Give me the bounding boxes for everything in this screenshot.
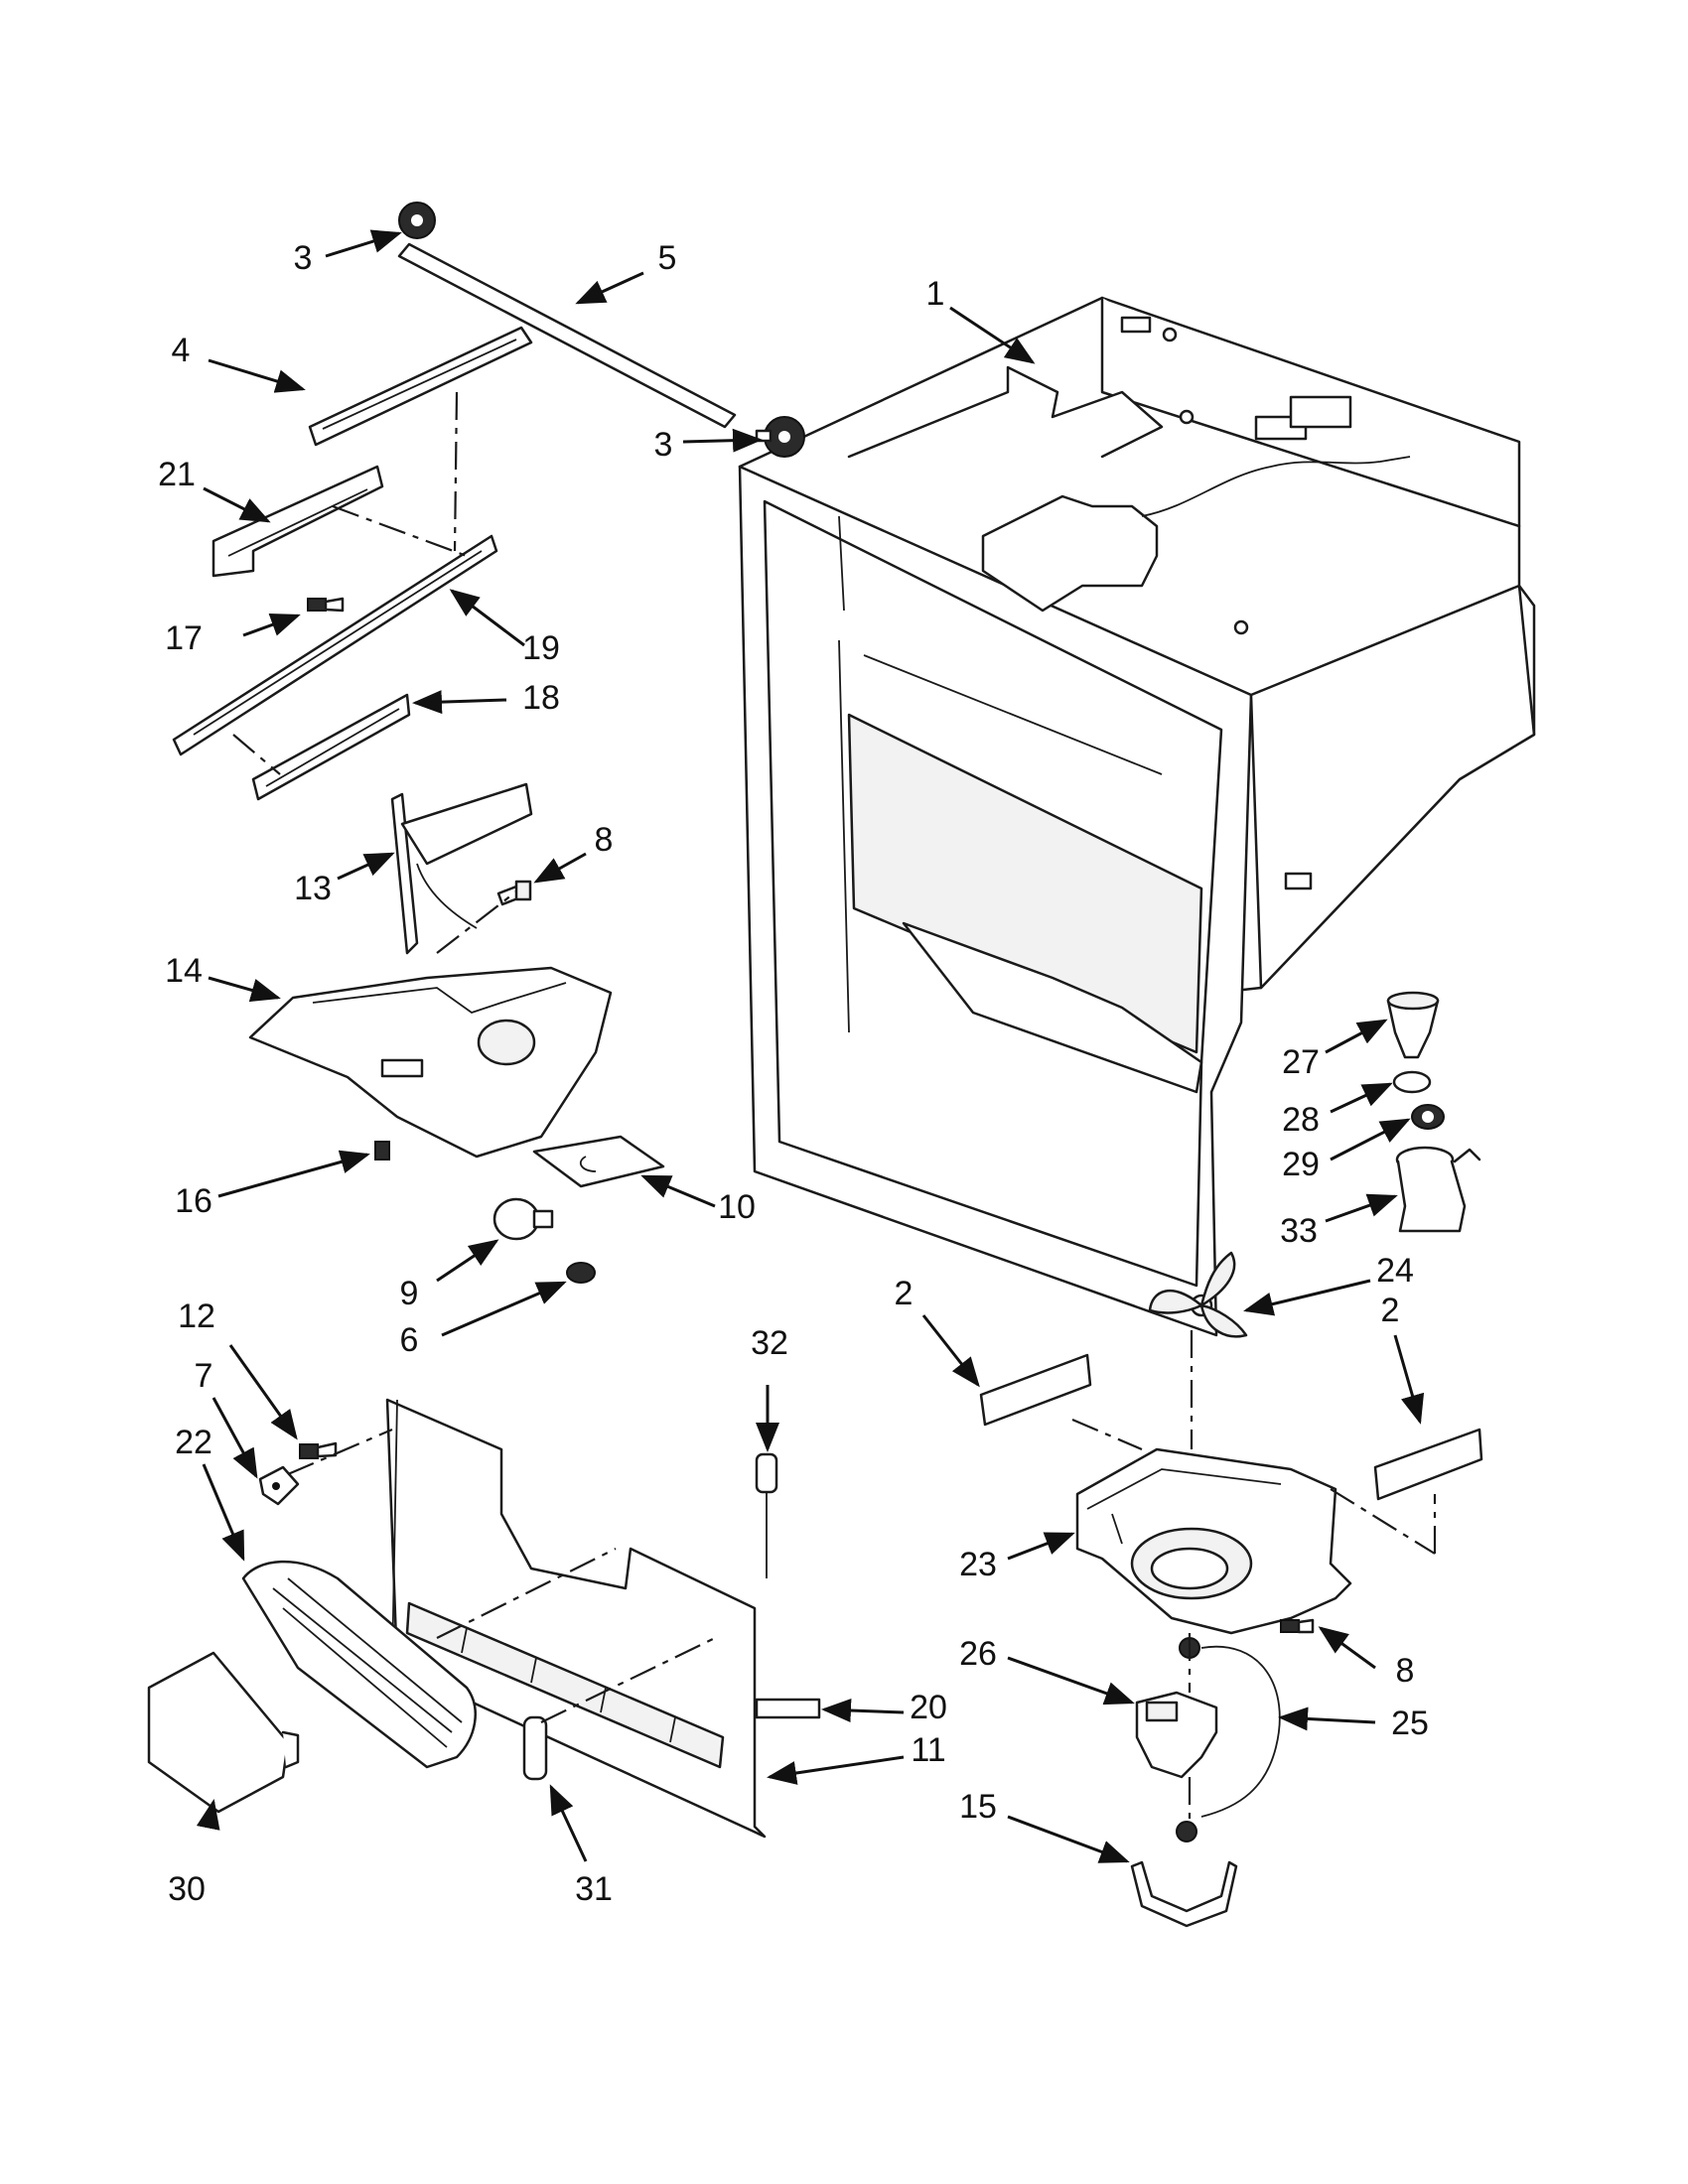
part-31 xyxy=(522,1715,548,1781)
part-switch-16 xyxy=(374,1141,390,1160)
part-29 xyxy=(1411,1104,1445,1130)
part-fan-motor xyxy=(1135,1637,1218,1779)
part-bracket-7 xyxy=(258,1465,300,1506)
part-screw-8a xyxy=(496,880,532,906)
part-ring-28 xyxy=(1392,1070,1432,1094)
callout-21: 21 xyxy=(158,456,196,493)
callout-8a: 8 xyxy=(595,821,614,859)
callout-19: 19 xyxy=(522,629,560,667)
part-spacer-2a xyxy=(979,1353,1092,1427)
part-slide-guide xyxy=(251,693,411,801)
part-fan-shroud xyxy=(1075,1447,1352,1635)
part-wire-harness xyxy=(1200,1645,1281,1818)
part-rail-cover xyxy=(308,326,533,447)
callout-30: 30 xyxy=(168,1870,206,1908)
callout-7: 7 xyxy=(195,1357,213,1395)
part-freezer-liner xyxy=(738,296,1536,1337)
callout-25: 25 xyxy=(1391,1705,1429,1742)
callout-9: 9 xyxy=(400,1275,419,1312)
callout-5: 5 xyxy=(658,239,677,277)
callout-14: 14 xyxy=(165,952,203,990)
callout-27: 27 xyxy=(1282,1043,1320,1081)
callout-labels: 1 2 2 3 3 4 5 6 7 8 8 9 10 11 12 13 14 1… xyxy=(158,239,1429,1908)
callout-15: 15 xyxy=(959,1788,997,1826)
part-motor-bracket xyxy=(1130,1821,1238,1928)
part-cover-30 xyxy=(147,1651,300,1814)
part-27 xyxy=(1386,991,1440,1059)
part-slide-rail xyxy=(172,534,498,756)
callout-23: 23 xyxy=(959,1546,997,1583)
part-spacer-2b xyxy=(1373,1428,1483,1501)
callout-17: 17 xyxy=(165,619,203,657)
part-gear-top xyxy=(398,202,436,239)
part-strip-20 xyxy=(755,1698,821,1719)
callout-33: 33 xyxy=(1280,1212,1318,1250)
part-screw-12 xyxy=(299,1441,338,1459)
part-drawer-axle xyxy=(397,242,737,429)
part-grille-22 xyxy=(241,1560,477,1769)
part-light-bulb xyxy=(492,1197,554,1241)
callout-2a: 2 xyxy=(895,1275,914,1312)
part-screw-8b xyxy=(1280,1618,1315,1634)
callout-4: 4 xyxy=(172,332,191,369)
part-evaporator-cover xyxy=(385,1398,767,1839)
part-screw-17 xyxy=(307,597,345,613)
callout-24: 24 xyxy=(1376,1252,1414,1290)
callout-3a: 3 xyxy=(294,239,313,277)
callout-31: 31 xyxy=(575,1870,613,1908)
callout-26: 26 xyxy=(959,1635,997,1673)
callout-10: 10 xyxy=(718,1188,756,1226)
callout-28: 28 xyxy=(1282,1101,1320,1139)
callout-29: 29 xyxy=(1282,1146,1320,1183)
callout-20: 20 xyxy=(910,1689,947,1726)
part-duct-33 xyxy=(1395,1146,1481,1233)
part-label-10 xyxy=(532,1135,665,1188)
part-slide-bracket xyxy=(211,465,384,578)
callout-1: 1 xyxy=(926,275,945,313)
callout-12: 12 xyxy=(178,1297,215,1335)
callout-11: 11 xyxy=(911,1731,945,1769)
part-gear-right xyxy=(755,416,805,458)
callout-8b: 8 xyxy=(1396,1652,1415,1690)
part-light-housing xyxy=(248,966,613,1159)
callout-18: 18 xyxy=(522,679,560,717)
callout-16: 16 xyxy=(175,1182,212,1220)
callout-6: 6 xyxy=(400,1321,419,1359)
alignment-lines xyxy=(232,391,1437,1827)
part-light-socket xyxy=(566,1262,596,1284)
callout-13: 13 xyxy=(294,870,332,907)
callout-32: 32 xyxy=(751,1324,788,1362)
part-fan-blade xyxy=(1148,1251,1248,1338)
callout-leaders xyxy=(196,229,1425,1863)
callout-2b: 2 xyxy=(1381,1292,1400,1329)
part-bracket-13 xyxy=(390,782,533,955)
part-probe-32 xyxy=(755,1452,778,1578)
callout-3b: 3 xyxy=(654,426,673,464)
callout-22: 22 xyxy=(175,1424,212,1461)
